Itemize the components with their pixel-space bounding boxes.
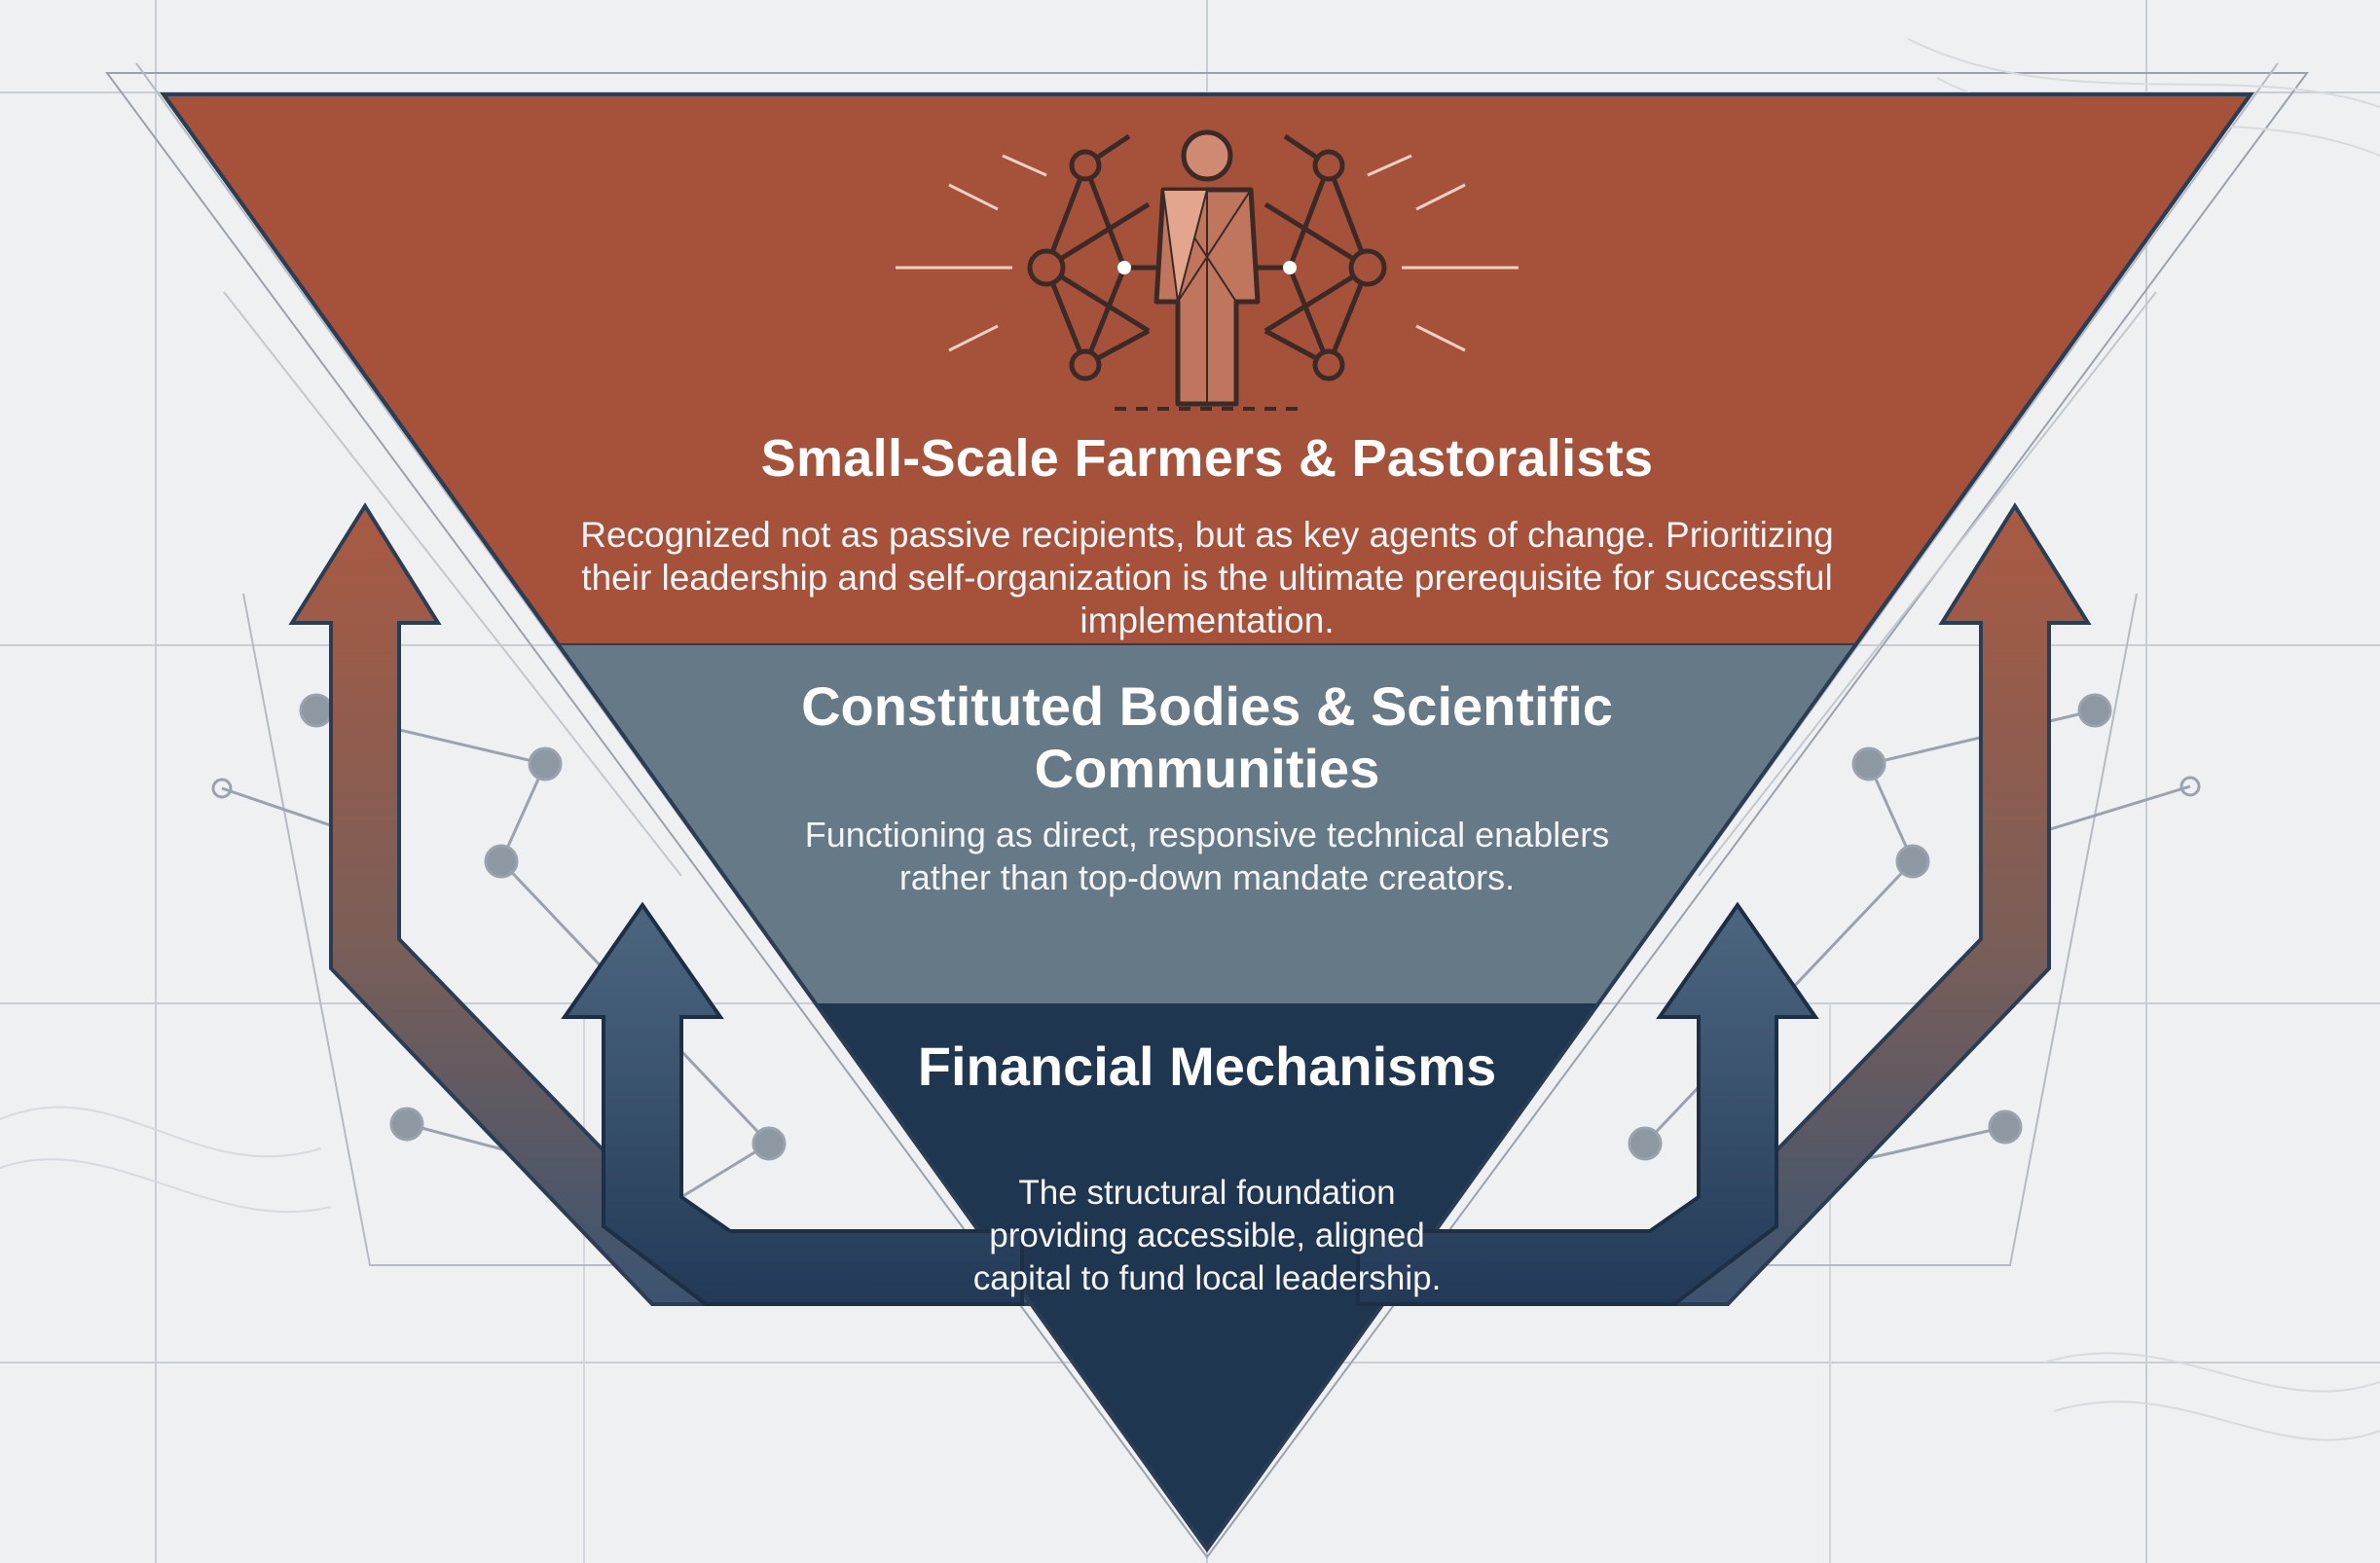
tier-top-description: Recognized not as passive recipients, bu… bbox=[580, 515, 1834, 640]
tier-bottom-shape bbox=[816, 1003, 1598, 1549]
inner-arrows bbox=[561, 901, 1819, 1306]
tier-middle-description: Functioning as direct, responsive techni… bbox=[804, 815, 1610, 897]
pyramid bbox=[160, 92, 2254, 1553]
left-inner-arrow bbox=[561, 901, 1024, 1306]
tier-middle-title: Constituted Bodies & Scientific Communit… bbox=[801, 675, 1613, 799]
tier-top-title: Small-Scale Farmers & Pastoralists bbox=[760, 429, 1654, 488]
tier-bottom-description: The structural foundation providing acce… bbox=[972, 1174, 1442, 1297]
person-network-icon bbox=[896, 129, 1519, 411]
tier-middle-shape bbox=[559, 645, 1855, 1003]
tier-bottom-title: Financial Mechanisms bbox=[917, 1036, 1497, 1097]
right-inner-arrow bbox=[1356, 901, 1819, 1306]
